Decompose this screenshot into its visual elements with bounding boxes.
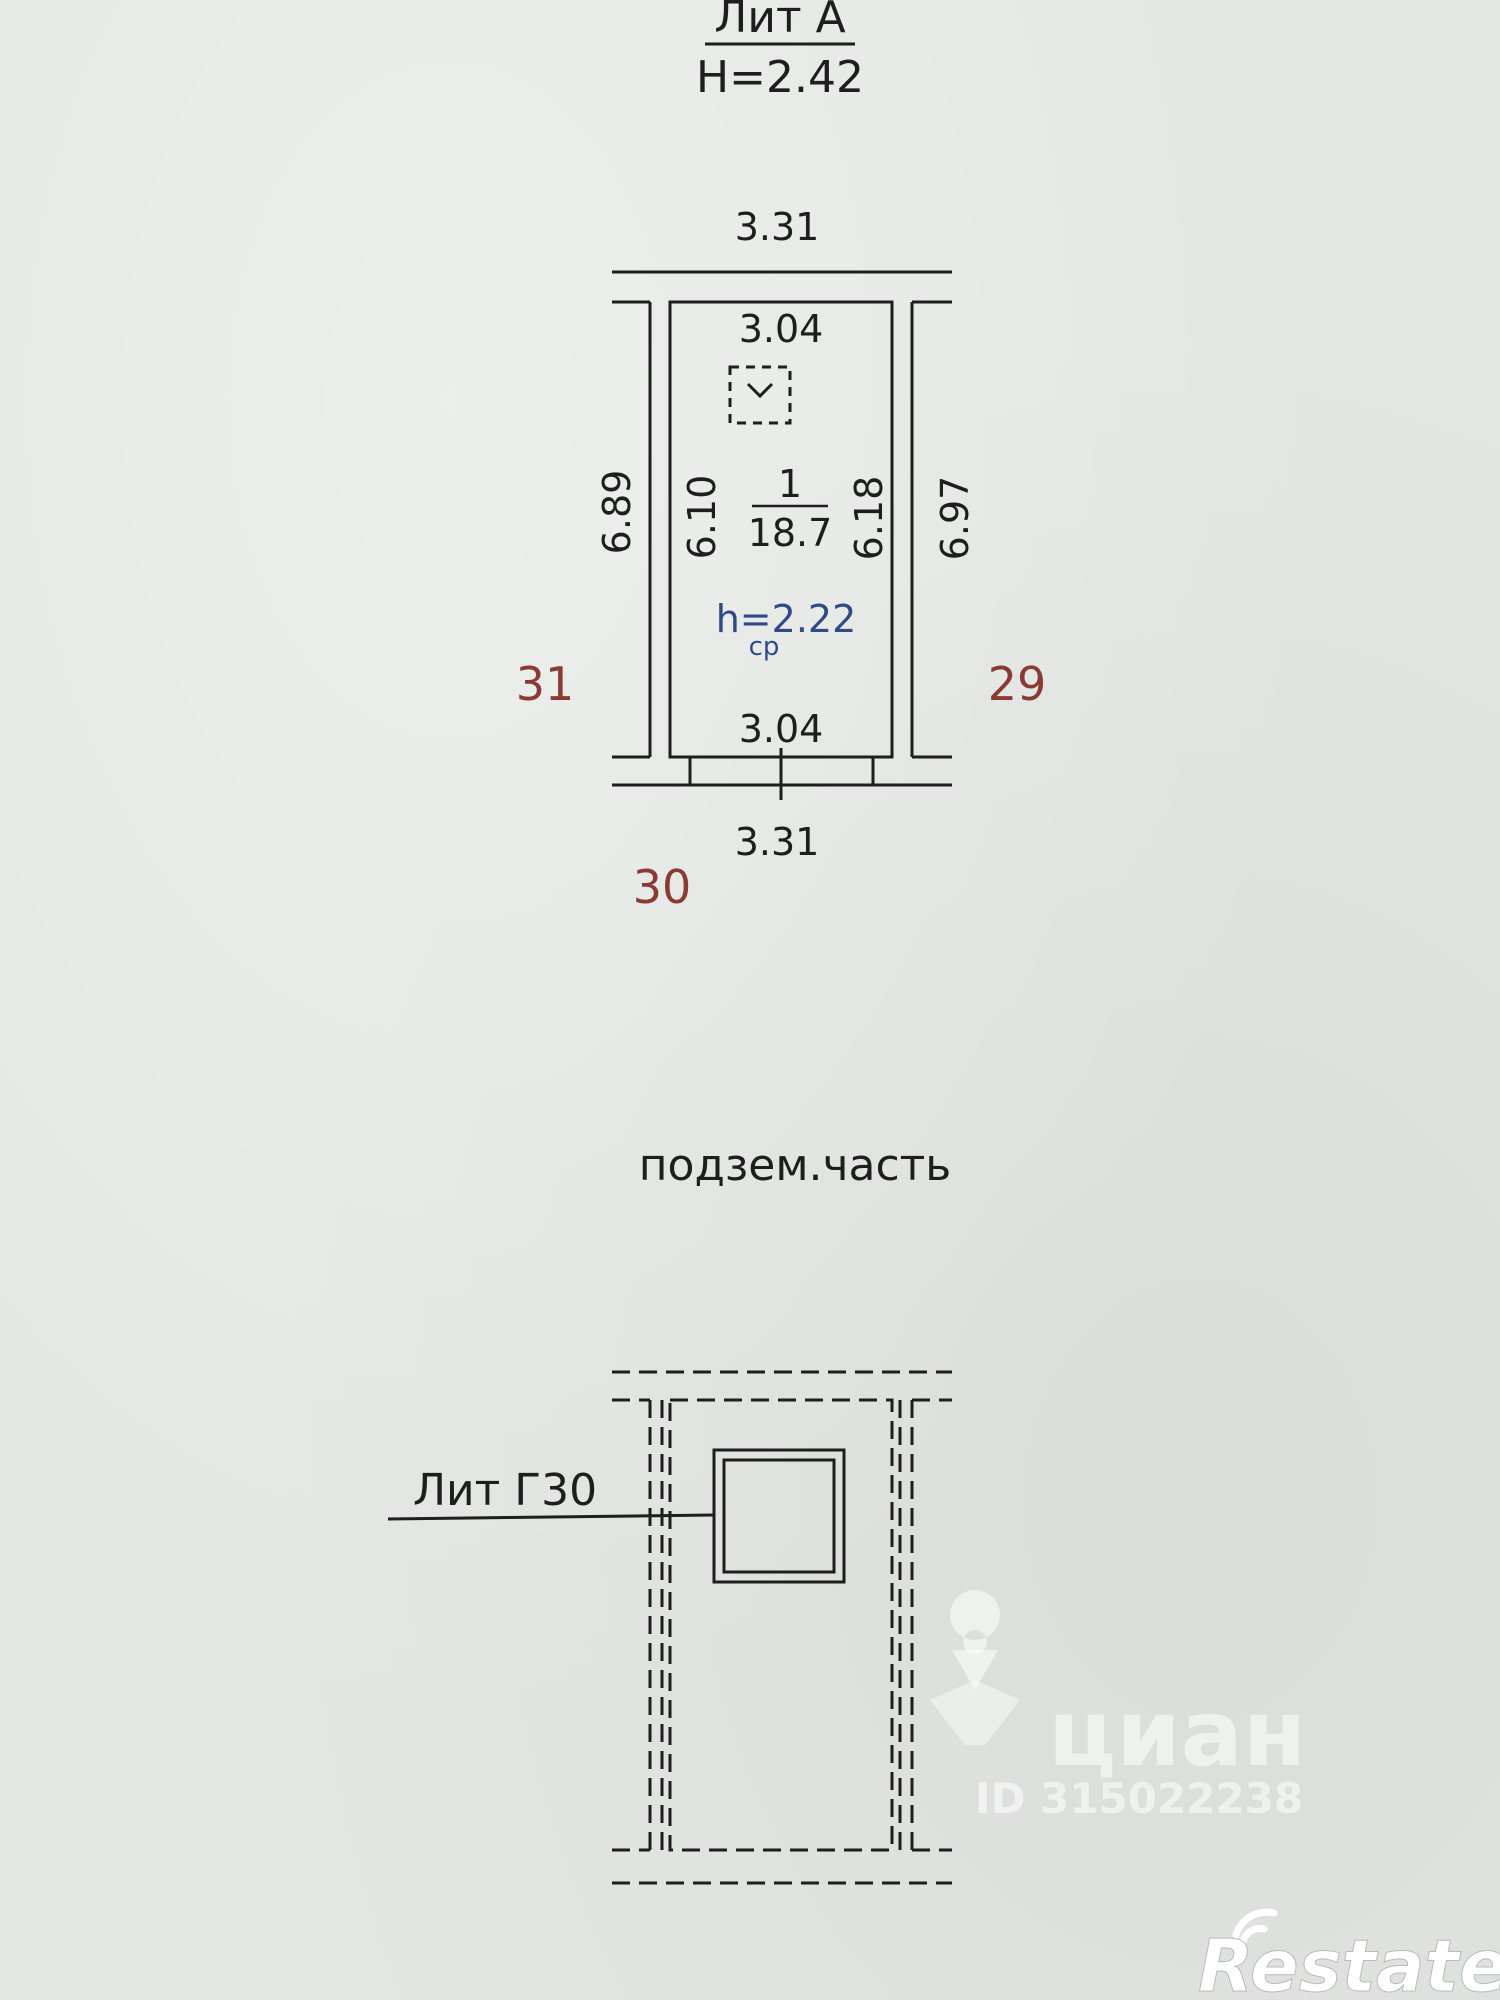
dim-inner-bottom: 3.04 [739, 707, 824, 751]
neighbor-left: 31 [516, 657, 575, 711]
watermark-brand: циан [1048, 1680, 1306, 1787]
dim-inner-top: 3.04 [739, 307, 824, 351]
dim-outer-left: 6.89 [595, 470, 639, 555]
restate-logo-text: Restate [1198, 1924, 1500, 2000]
header-litera: Лит А [714, 0, 845, 43]
dim-outer-right: 6.97 [933, 476, 977, 561]
dim-outer-bottom: 3.31 [735, 820, 820, 864]
signal-arc-icon [1232, 1908, 1278, 1951]
underground-walls [612, 1370, 952, 1885]
watermark: циан ID 315022238 [930, 1589, 1306, 1823]
avg-height-subscript: ср [749, 632, 780, 662]
watermark-id: ID 315022238 [975, 1774, 1303, 1823]
underground-callout-label: Лит Г30 [413, 1465, 597, 1516]
underground-section-label: подзем.часть [639, 1140, 951, 1191]
room-area: 18.7 [748, 511, 833, 555]
room-number: 1 [778, 462, 802, 506]
neighbor-right: 29 [988, 657, 1047, 711]
neighbor-bottom: 30 [633, 860, 692, 914]
hatch-opening-icon [728, 365, 792, 425]
restate-logo: Restate [1198, 1908, 1500, 2000]
dim-outer-top: 3.31 [735, 205, 820, 249]
avg-height-note: h=2.22 [716, 597, 857, 641]
dim-inner-left: 6.10 [680, 475, 724, 560]
dim-inner-right: 6.18 [847, 476, 891, 561]
header-height: H=2.42 [696, 52, 864, 103]
room-walls [612, 270, 952, 800]
callout-leader-line [387, 1513, 715, 1521]
map-pin-icon [930, 1589, 1020, 1745]
underground-cellar-box [712, 1448, 846, 1584]
